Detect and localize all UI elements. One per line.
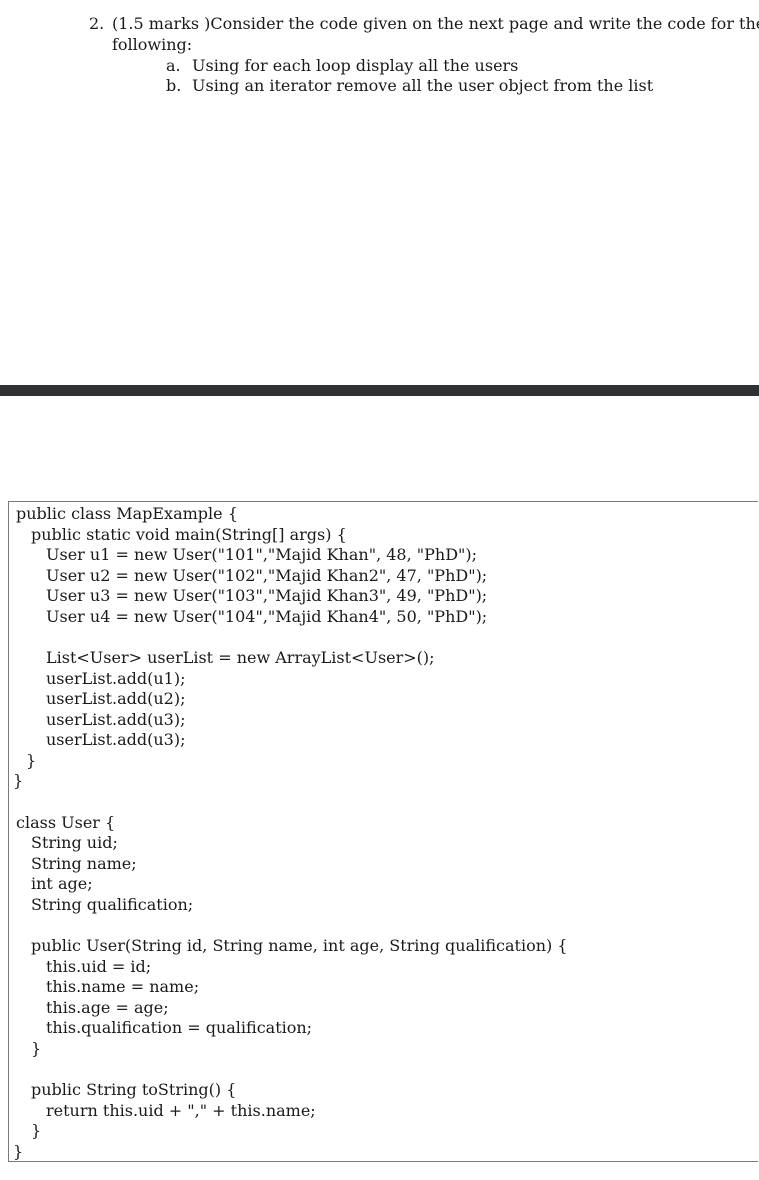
code-line: String uid; — [31, 833, 118, 852]
code-line: int age; — [31, 874, 93, 893]
page-divider — [0, 385, 759, 396]
code-line: userList.add(u3); — [46, 710, 186, 729]
question-text-line-2: following: — [112, 35, 193, 54]
code-line: class User { — [16, 813, 116, 832]
code-line: User u3 = new User("103","Majid Khan3", … — [46, 586, 488, 605]
sub-item-text-b: Using an iterator remove all the user ob… — [192, 76, 654, 95]
code-line: List<User> userList = new ArrayList<User… — [46, 648, 435, 667]
code-line: String name; — [31, 854, 137, 873]
code-line: } — [13, 771, 24, 790]
code-line: userList.add(u3); — [46, 730, 186, 749]
question-number: 2. — [89, 14, 105, 33]
code-box: public class MapExample { public static … — [8, 501, 758, 1162]
code-line: } — [31, 1039, 42, 1058]
sub-item-letter-a: a. — [166, 56, 181, 75]
code-line: } — [26, 751, 37, 770]
code-line: public static void main(String[] args) { — [31, 525, 347, 544]
code-line: userList.add(u1); — [46, 669, 186, 688]
code-line: User u1 = new User("101","Majid Khan", 4… — [46, 545, 478, 564]
code-line: public User(String id, String name, int … — [31, 936, 568, 955]
code-line: public String toString() { — [31, 1080, 237, 1099]
code-line: } — [31, 1121, 42, 1140]
code-line: String qualification; — [31, 895, 194, 914]
code-line: User u2 = new User("102","Majid Khan2", … — [46, 566, 488, 585]
code-line: this.uid = id; — [46, 957, 152, 976]
code-line: this.name = name; — [46, 977, 200, 996]
sub-item-text-a: Using for each loop display all the user… — [192, 56, 519, 75]
code-line: this.age = age; — [46, 998, 169, 1017]
code-line: userList.add(u2); — [46, 689, 186, 708]
code-line: } — [13, 1142, 24, 1161]
code-line: public class MapExample { — [16, 504, 238, 523]
question-text-line-1: (1.5 marks )Consider the code given on t… — [112, 14, 759, 33]
sub-item-letter-b: b. — [166, 76, 182, 95]
code-line: return this.uid + "," + this.name; — [46, 1101, 316, 1120]
code-line: this.qualification = qualification; — [46, 1018, 313, 1037]
code-line: User u4 = new User("104","Majid Khan4", … — [46, 607, 488, 626]
